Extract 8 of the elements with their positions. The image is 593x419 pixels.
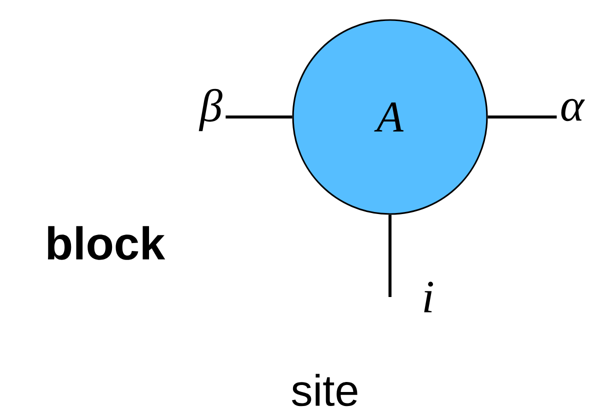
leg-line — [488, 116, 557, 118]
leg-line — [226, 116, 292, 118]
index-label: β — [198, 88, 222, 132]
text-label: block — [48, 226, 166, 260]
text-label: site — [292, 374, 358, 406]
index-label: i — [424, 282, 433, 312]
index-label: α — [561, 98, 585, 122]
leg-line — [388, 214, 392, 297]
